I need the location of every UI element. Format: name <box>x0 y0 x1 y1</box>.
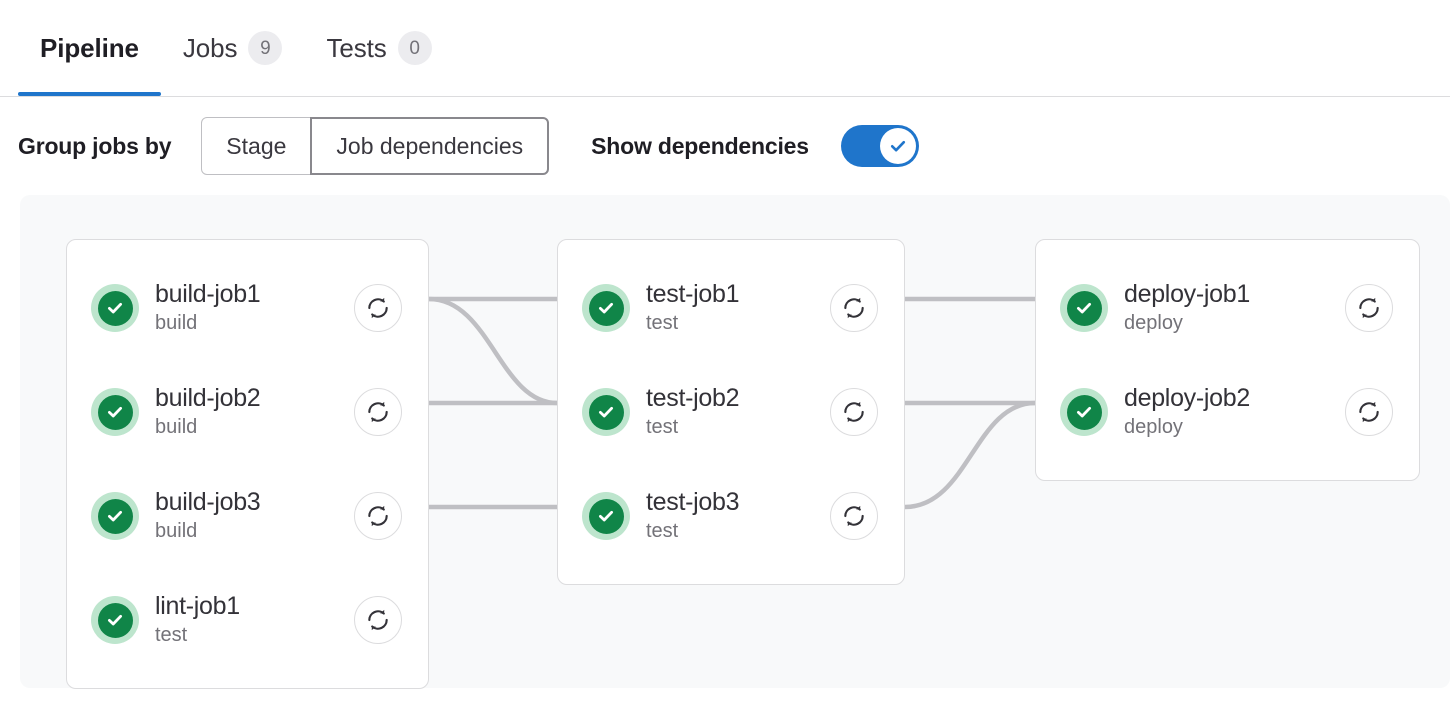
tab-pipeline-label: Pipeline <box>40 33 139 63</box>
job-text: lint-job1 test <box>155 592 354 648</box>
job-card-deploy-job1[interactable]: deploy-job1 deploy <box>1036 256 1419 360</box>
check-circle-icon <box>582 284 630 332</box>
group-by-stage-button[interactable]: Stage <box>201 117 312 175</box>
build-column: build-job1 build <box>66 239 429 689</box>
retry-icon[interactable] <box>1345 388 1393 436</box>
check-icon <box>890 140 905 152</box>
job-text: build-job1 build <box>155 280 354 336</box>
job-card-build-job3[interactable]: build-job3 build <box>67 464 428 568</box>
show-dependencies-label: Show dependencies <box>591 132 809 159</box>
check-circle-icon <box>582 388 630 436</box>
check-glyph <box>108 406 122 418</box>
tab-active-indicator <box>18 92 161 96</box>
retry-icon[interactable] <box>830 388 878 436</box>
retry-icon[interactable] <box>354 492 402 540</box>
job-text: test-job3 test <box>646 488 830 544</box>
job-stage: build <box>155 312 198 334</box>
retry-glyph <box>844 297 864 319</box>
retry-glyph <box>368 505 388 527</box>
check-circle-icon <box>1060 388 1108 436</box>
graph-controls: Group jobs by Stage Job dependencies Sho… <box>0 97 1450 195</box>
job-stage: build <box>155 416 198 438</box>
job-card-deploy-job2[interactable]: deploy-job2 deploy <box>1036 360 1419 464</box>
show-dependencies-toggle[interactable] <box>840 125 919 167</box>
retry-glyph <box>844 505 864 527</box>
retry-icon[interactable] <box>1345 284 1393 332</box>
check-glyph <box>599 302 613 314</box>
retry-glyph <box>844 401 864 423</box>
check-glyph <box>108 510 122 522</box>
check-glyph <box>108 302 122 314</box>
job-name: lint-job1 <box>155 592 240 620</box>
job-stage: test <box>646 312 679 334</box>
deploy-column: deploy-job1 deploy <box>1035 239 1420 481</box>
check-glyph <box>1077 406 1091 418</box>
check-glyph <box>599 406 613 418</box>
check-glyph <box>599 510 613 522</box>
retry-icon[interactable] <box>354 388 402 436</box>
toggle-knob <box>879 128 916 164</box>
tab-jobs-label: Jobs <box>182 33 238 63</box>
group-by-segmented-control: Stage Job dependencies <box>201 117 550 175</box>
job-card-build-job2[interactable]: build-job2 build <box>67 360 428 464</box>
tab-tests-label: Tests <box>326 33 387 63</box>
retry-glyph <box>368 609 388 631</box>
job-card-test-job2[interactable]: test-job2 test <box>558 360 904 464</box>
job-name: build-job1 <box>155 280 261 308</box>
job-stage: test <box>155 624 188 646</box>
link-test-job3-deploy-job2 <box>904 400 1036 510</box>
job-card-build-job1[interactable]: build-job1 build <box>67 256 428 360</box>
pipeline-graph: build-job1 build <box>20 195 1450 689</box>
job-text: test-job2 test <box>646 384 830 440</box>
retry-icon[interactable] <box>354 284 402 332</box>
job-stage: build <box>155 520 198 542</box>
check-circle-icon <box>582 492 630 540</box>
job-text: deploy-job1 deploy <box>1124 280 1345 336</box>
check-circle-icon <box>91 284 139 332</box>
retry-icon[interactable] <box>830 492 878 540</box>
retry-glyph <box>1359 297 1379 319</box>
job-name: deploy-job2 <box>1124 384 1250 412</box>
pipeline-tabbar: Pipeline Jobs 9 Tests 0 <box>0 0 1450 97</box>
retry-glyph <box>368 401 388 423</box>
check-glyph <box>1077 302 1091 314</box>
job-stage: deploy <box>1124 312 1183 334</box>
retry-glyph <box>368 297 388 319</box>
check-glyph <box>108 614 122 626</box>
check-circle-icon <box>1060 284 1108 332</box>
tab-tests-badge: 0 <box>397 31 432 65</box>
tab-tests[interactable]: Tests 0 <box>304 0 453 96</box>
job-name: test-job2 <box>646 384 740 412</box>
job-name: test-job3 <box>646 488 740 516</box>
job-stage: test <box>646 416 679 438</box>
link-build-job1-test-job2 <box>428 296 558 406</box>
job-card-test-job1[interactable]: test-job1 test <box>558 256 904 360</box>
job-text: deploy-job2 deploy <box>1124 384 1345 440</box>
tab-jobs[interactable]: Jobs 9 <box>161 0 305 96</box>
job-card-test-job3[interactable]: test-job3 test <box>558 464 904 568</box>
retry-icon[interactable] <box>354 596 402 644</box>
job-name: build-job2 <box>155 384 261 412</box>
group-jobs-by-label: Group jobs by <box>18 132 172 159</box>
job-stage: deploy <box>1124 416 1183 438</box>
tab-pipeline[interactable]: Pipeline <box>18 0 161 96</box>
job-name: deploy-job1 <box>1124 280 1250 308</box>
job-name: test-job1 <box>646 280 740 308</box>
tab-tests-indicator <box>304 92 453 96</box>
job-stage: test <box>646 520 679 542</box>
retry-glyph <box>1359 401 1379 423</box>
group-by-job-dependencies-button[interactable]: Job dependencies <box>310 117 550 175</box>
test-column: test-job1 test t <box>557 239 905 585</box>
check-circle-icon <box>91 388 139 436</box>
job-name: build-job3 <box>155 488 261 516</box>
check-circle-icon <box>91 492 139 540</box>
job-text: build-job3 build <box>155 488 354 544</box>
job-card-lint-job1[interactable]: lint-job1 test <box>67 568 428 672</box>
retry-icon[interactable] <box>830 284 878 332</box>
check-circle-icon <box>91 596 139 644</box>
job-text: build-job2 build <box>155 384 354 440</box>
tab-jobs-indicator <box>161 92 305 96</box>
job-text: test-job1 test <box>646 280 830 336</box>
tab-jobs-badge: 9 <box>248 31 283 65</box>
